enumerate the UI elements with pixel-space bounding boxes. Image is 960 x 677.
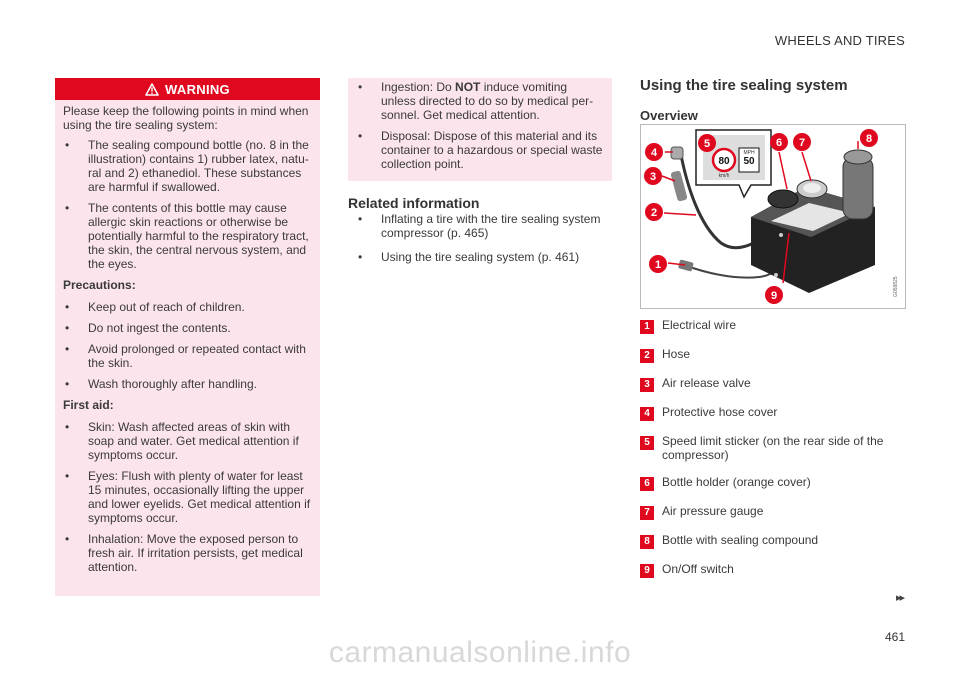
callout-number: 6 <box>776 137 782 149</box>
warning-header: WARNING <box>55 78 320 100</box>
warning-intro: Please keep the following points in mind… <box>63 104 309 132</box>
section-title: Using the tire sealing system <box>640 77 848 94</box>
callout-number: 3 <box>650 171 656 183</box>
callout-number: 1 <box>655 259 661 271</box>
legend-number: 4 <box>640 407 654 421</box>
warning-box: WARNING Please keep the following points… <box>55 78 320 596</box>
legend-item: 6 Bottle holder (orange cover) <box>640 475 906 491</box>
tire-sealing-kit-drawing: 80 km/h 50 MPH 1 2 3 4 5 6 7 8 9 G05882 <box>644 129 899 304</box>
legend-number: 8 <box>640 535 654 549</box>
legend-item: 7 Air pressure gauge <box>640 504 906 520</box>
legend-number: 3 <box>640 378 654 392</box>
list-item: •Keep out of reach of children. <box>65 300 245 314</box>
illustration-code: G058825 <box>893 276 899 297</box>
legend-item: 4 Protective hose cover <box>640 405 906 421</box>
list-item: •Disposal: Dispose of this material and … <box>358 129 603 171</box>
callout-number: 9 <box>771 290 777 302</box>
legend-number: 7 <box>640 506 654 520</box>
list-item: •The sealing compound bottle (no. 8 in t… <box>65 138 309 194</box>
callout-number: 8 <box>866 133 872 145</box>
legend-label: Bottle with sealing compound <box>662 533 819 547</box>
callout-number: 4 <box>651 147 658 159</box>
next-page-arrow-icon[interactable]: ▸▸ <box>895 592 905 604</box>
legend-label: Electrical wire <box>662 318 737 332</box>
list-item: •Do not ingest the contents. <box>65 321 231 335</box>
list-item: •Wash thoroughly after handling. <box>65 377 257 391</box>
callout-number: 7 <box>799 137 805 149</box>
watermark: carmanualsonline.info <box>328 636 632 669</box>
illustration-legend: 1 Electrical wire 2 Hose 3 Air release valv… <box>640 318 906 591</box>
warning-triangle-icon <box>145 82 159 96</box>
list-item: •Eyes: Flush with plenty of water for le… <box>65 469 311 525</box>
sticker-value-mph: 50 <box>743 156 755 167</box>
legend-item: 8 Bottle with sealing compound <box>640 533 906 549</box>
list-item: • Ingestion: Do NOT induce vomiting unle… <box>358 80 594 122</box>
legend-label: On/Off switch <box>662 562 734 576</box>
list-item: •Avoid prolonged or repeated contact wit… <box>65 342 306 370</box>
warning-continuation-box: • Ingestion: Do NOT induce vomiting unle… <box>348 78 612 181</box>
legend-item: 3 Air release valve <box>640 376 906 392</box>
related-information-heading: Related information <box>348 195 480 211</box>
legend-item: 9 On/Off switch <box>640 562 906 578</box>
page-header-title: WHEELS AND TIRES <box>774 33 905 48</box>
first-aid-heading: First aid: <box>63 398 114 412</box>
legend-item: 2 Hose <box>640 347 906 363</box>
related-information-list: •Inflating a tire with the tire sealing … <box>348 212 612 274</box>
legend-label: Air pressure gauge <box>662 504 764 518</box>
list-item: •The contents of this bottle may cause a… <box>65 201 309 271</box>
sticker-unit-kmh: km/h <box>719 173 730 179</box>
list-item: •Skin: Wash affected areas of skin with … <box>65 420 299 462</box>
legend-number: 1 <box>640 320 654 334</box>
page-number: 461 <box>884 630 905 644</box>
sticker-value-kmh: 80 <box>718 156 730 167</box>
list-item: •Inhalation: Move the exposed person to … <box>65 532 303 574</box>
legend-label: Bottle holder (orange cover) <box>662 475 811 489</box>
sticker-unit-mph: MPH <box>743 150 755 156</box>
tire-sealing-kit-illustration: 80 km/h 50 MPH 1 2 3 4 5 6 7 8 9 G05882 <box>640 124 906 309</box>
legend-label: Air release valve <box>662 376 751 390</box>
callout-number: 5 <box>704 138 710 150</box>
related-link[interactable]: •Using the tire sealing system (p. 461) <box>358 250 580 264</box>
legend-label: Hose <box>662 347 691 361</box>
warning-title: WARNING <box>165 81 230 97</box>
callout-number: 2 <box>651 207 657 219</box>
overview-heading: Overview <box>640 108 698 123</box>
legend-number: 5 <box>640 436 654 450</box>
legend-item: 1 Electrical wire <box>640 318 906 334</box>
legend-label: Protective hose cover <box>662 405 778 419</box>
legend-number: 9 <box>640 564 654 578</box>
legend-label: Speed limit sticker (on the rear side of… <box>662 434 884 462</box>
legend-number: 6 <box>640 477 654 491</box>
precautions-heading: Precautions: <box>63 278 136 292</box>
legend-number: 2 <box>640 349 654 363</box>
related-link[interactable]: •Inflating a tire with the tire sealing … <box>358 212 601 240</box>
legend-item: 5 Speed limit sticker (on the rear side o… <box>640 434 906 462</box>
